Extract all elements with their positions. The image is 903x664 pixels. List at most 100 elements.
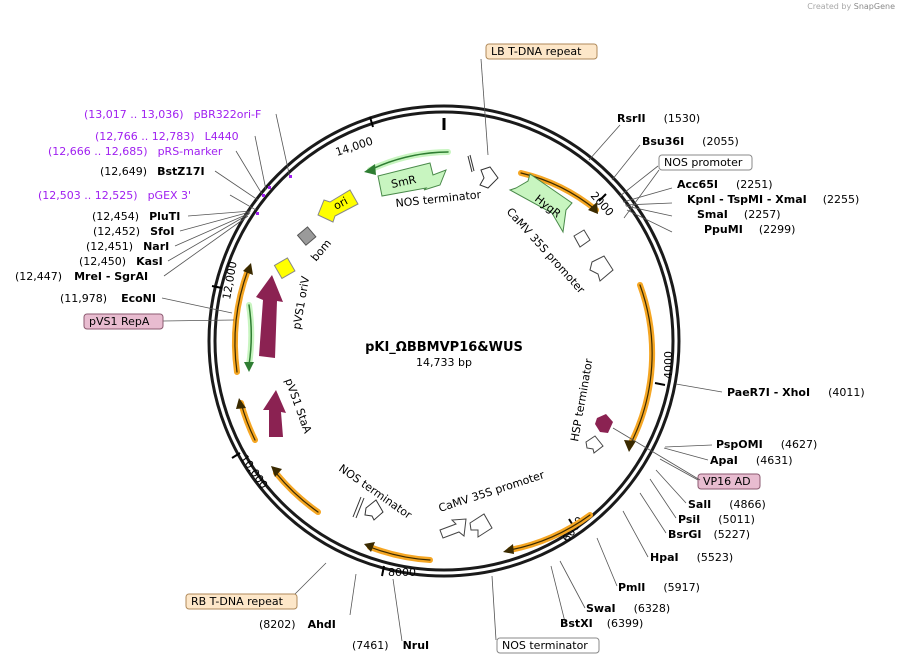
enzyme-bstz17i[interactable]: (12,649)BstZ17I	[100, 165, 205, 178]
ruler-label-10000: 10,000	[238, 452, 271, 491]
box-leaders	[612, 169, 701, 481]
orf-arc-smr	[367, 149, 451, 173]
enzyme-ahdi[interactable]: (8202)AhdI	[259, 618, 336, 631]
primer-pgex3[interactable]: (12,503 .. 12,525)pGEX 3'	[38, 189, 191, 202]
plasmid-size: 14,733 bp	[416, 356, 472, 369]
ruler-tick-10000	[231, 452, 241, 459]
feature-ori	[317, 189, 359, 223]
watermark-prefix: Created by	[807, 2, 852, 11]
feature-hygr	[508, 173, 573, 234]
hsp-terminator-glyph	[585, 435, 604, 454]
arrowhead-repa-inner	[244, 362, 254, 372]
arrowhead-left-mid	[236, 398, 246, 409]
feature-label-ori: ori	[331, 194, 350, 212]
enzyme-bsu36i[interactable]: Bsu36I(2055)	[642, 135, 739, 148]
enzyme-pmli[interactable]: PmlI(5917)	[618, 581, 700, 594]
watermark: Created by SnapGene	[807, 2, 895, 11]
enzyme-smai[interactable]: SmaI(2257)	[697, 208, 780, 221]
enzyme-nari[interactable]: (12,451)NarI	[86, 240, 169, 253]
label-vp16-ad: VP16 AD	[703, 475, 751, 488]
arrowhead-bottom	[364, 542, 375, 552]
ruler-tick-8000	[381, 565, 385, 577]
enzyme-kasi[interactable]: (12,450)KasI	[79, 255, 163, 268]
backbone-inner	[213, 110, 675, 572]
enzyme-psii[interactable]: PsiI(5011)	[678, 513, 755, 526]
ruler-tick-14000	[369, 116, 374, 128]
box-pvs1-repa[interactable]	[83, 313, 164, 330]
primer-marks	[256, 175, 292, 215]
primers: (12,503 .. 12,525)pGEX 3' (12,666 .. 12,…	[38, 108, 261, 202]
feature-pvs1-staa	[263, 390, 286, 437]
snapgene-brand: SnapGene	[853, 2, 895, 11]
enzyme-ppumi[interactable]: PpuMI(2299)	[704, 223, 795, 236]
label-pvs1-repa: pVS1 RepA	[89, 315, 150, 328]
enzyme-bstxi[interactable]: BstXI(6399)	[560, 617, 643, 630]
enzyme-pspomi[interactable]: PspOMI(4627)	[716, 438, 817, 451]
arrowhead-left-low	[271, 466, 282, 477]
enzyme-swai[interactable]: SwaI(6328)	[586, 602, 670, 615]
right-leaders	[291, 58, 723, 642]
enzyme-hpai[interactable]: HpaI(5523)	[650, 551, 733, 564]
enzyme-pluti[interactable]: (12,454)PluTI	[92, 210, 180, 223]
enzyme-paer7i-xhoi[interactable]: PaeR7I - XhoI(4011)	[727, 386, 865, 399]
feature-label-camv-bottom: CaMV 35S promoter	[437, 468, 547, 515]
arrowhead-hygr	[588, 202, 598, 214]
enzymes-right: RsrII(1530) Bsu36I(2055) Acc65I(2251) Kp…	[560, 112, 865, 630]
enzyme-sali[interactable]: SalI(4866)	[688, 498, 766, 511]
label-nos-promoter: NOS promoter	[664, 156, 743, 169]
enzyme-kpni-tspmi-xmai[interactable]: KpnI - TspMI - XmaI(2255)	[687, 193, 859, 206]
ruler-label-4000: 4000	[662, 351, 675, 379]
feature-label-smr: SmR	[390, 173, 418, 191]
feature-label-bom: bom	[308, 237, 334, 264]
left-leaders	[161, 113, 291, 322]
label-rb-tdna: RB T-DNA repeat	[191, 595, 284, 608]
arrowhead-left-upper	[243, 263, 253, 275]
nos-terminator-bottom-glyph	[352, 496, 384, 521]
arrowhead-right	[624, 440, 636, 452]
boxed-labels: LB T-DNA repeat NOS promoter VP16 AD NOS…	[83, 43, 761, 654]
enzyme-rsrii[interactable]: RsrII(1530)	[617, 112, 700, 125]
ruler-label-8000: 8000	[388, 566, 416, 579]
feature-label-camv-top: CaMV 35S promoter	[504, 205, 588, 296]
feature-label-pvs1-staa: pVS1 StaA	[282, 377, 314, 436]
feature-vp16-ad	[595, 414, 613, 433]
enzyme-apai[interactable]: ApaI(4631)	[710, 454, 792, 467]
ruler-tick-4000	[654, 382, 666, 386]
box-rb-tdna[interactable]	[185, 593, 298, 610]
enzyme-econi[interactable]: (11,978)EcoNI	[60, 292, 156, 305]
box-vp16-ad[interactable]	[697, 473, 761, 490]
backbone-outer	[207, 104, 681, 578]
feature-pvs1-repa	[256, 275, 283, 358]
feature-smr	[377, 162, 447, 197]
enzyme-krei-sgrai[interactable]: (12,447)MreI - SgrAI	[15, 270, 148, 283]
feature-label-pvs1-oriv: pVS1 oriV	[290, 275, 312, 331]
box-nos-terminator[interactable]	[496, 637, 600, 654]
primer-pbr322ori-f[interactable]: (13,017 .. 13,036)pBR322ori-F	[84, 108, 261, 121]
orf-arc-left-low	[273, 470, 321, 515]
orf-arc-left-upper	[232, 267, 251, 375]
box-lb-tdna[interactable]	[485, 43, 598, 60]
arrowhead-bottom-right	[503, 544, 514, 554]
enzymes-left: (7461)NruI (8202)AhdI (11,978)EcoNI (12,…	[15, 165, 429, 652]
orf-arc-bottom	[367, 544, 433, 563]
ruler-label-12000: 12,000	[220, 260, 239, 300]
enzyme-sfoi[interactable]: (12,452)SfoI	[93, 225, 174, 238]
camv-promoter-bottom-glyph	[439, 513, 493, 539]
box-nos-promoter[interactable]	[658, 154, 753, 171]
arrowhead-smr	[364, 164, 376, 175]
camv-promoter-top-glyph	[573, 229, 614, 282]
ruler-tick-12000	[211, 285, 223, 289]
label-lb-tdna: LB T-DNA repeat	[491, 45, 582, 58]
feature-bom	[296, 226, 317, 246]
enzyme-nrui[interactable]: (7461)NruI	[352, 639, 429, 652]
feature-label-hsp-terminator: HSP terminator	[568, 357, 595, 442]
enzyme-bsrgi[interactable]: BsrGI(5227)	[668, 528, 750, 541]
primer-l4440[interactable]: (12,766 .. 12,783)L4440	[95, 130, 239, 143]
enzyme-acc65i[interactable]: Acc65I(2251)	[677, 178, 773, 191]
nos-terminator-top-glyph	[467, 154, 499, 189]
primer-prs-marker[interactable]: (12,666 .. 12,685)pRS-marker	[48, 145, 223, 158]
ruler-tick-2000	[598, 193, 607, 202]
feature-pvs1-oriv-box	[273, 257, 296, 280]
label-nos-terminator: NOS terminator	[502, 639, 588, 652]
